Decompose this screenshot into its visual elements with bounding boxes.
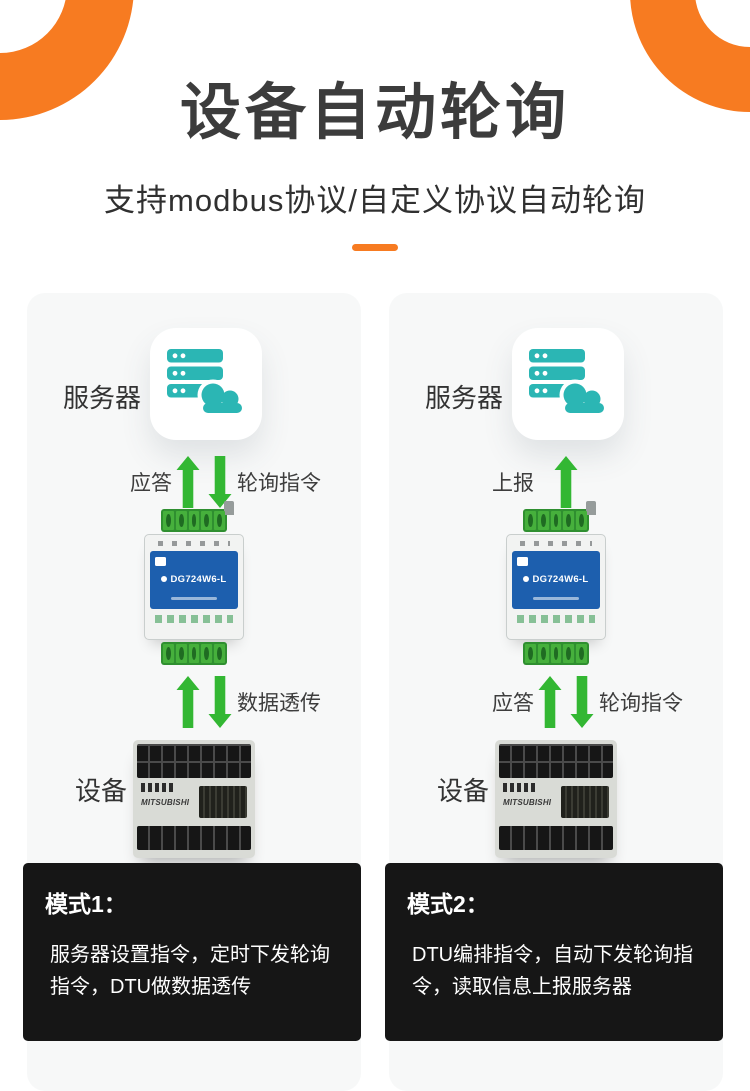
dtu-body: DG724W6-L [506,534,606,640]
down-arrow-icon [209,676,232,728]
plc-terminal-bottom [499,826,613,850]
plc-device: MITSUBISHI [133,740,255,858]
dtu-device: DG724W6-L [506,501,606,665]
arrow-pair [176,456,232,508]
plc-midsection: MITSUBISHI [499,778,613,826]
flow-label-report: 上报 [492,472,534,495]
server-label: 服务器 [63,383,142,413]
flow-label-reply: 应答 [492,692,534,715]
dtu-device-flow: 数据透传 [27,673,361,731]
dtu-device: DG724W6-L [144,501,244,665]
dtu-terminal-bottom [161,642,227,665]
mode-panels: 服务器 [23,293,723,1091]
accent-dash [352,244,398,251]
server-cloud-icon [167,349,245,416]
server-icon-card [150,328,262,440]
dtu-led-labels [155,615,233,623]
up-arrow-icon [538,676,562,728]
mode-2-description-bar: 模式2： DTU编排指令，自动下发轮询指令，读取信息上报服务器 [385,863,723,1041]
panel-mode-1: 服务器 [23,293,361,1091]
flow-label-transparent-data: 数据透传 [237,692,321,715]
dtu-terminal-top [161,509,227,532]
arrow-pair [176,676,232,728]
device-label: 设备 [75,776,128,806]
up-arrow-icon [554,456,578,508]
server-icon-card [512,328,624,440]
dtu-body: DG724W6-L [144,534,244,640]
up-arrow-icon [176,456,200,508]
dtu-pin-labels [158,541,230,546]
up-arrow-icon [176,676,200,728]
panel-mode-2: 服务器 [385,293,723,1091]
dtu-led-labels [517,615,595,623]
dtu-antenna [224,501,234,515]
dtu-model-label: DG724W6-L [150,574,238,585]
arrow-pair [538,676,594,728]
plc-device: MITSUBISHI [495,740,617,858]
flow-label-poll-command: 轮询指令 [237,472,321,495]
dtu-device-flow: 应答 轮询指令 [389,673,723,731]
dtu-front-panel: DG724W6-L [512,551,600,609]
plc-terminal-top [137,744,251,778]
server-dtu-flow: 上报 [389,453,723,511]
dtu-terminal-bottom [523,642,589,665]
dtu-model-label: DG724W6-L [512,574,600,585]
dtu-antenna [586,501,596,515]
mode-title: 模式2： [407,891,489,917]
device-label: 设备 [437,776,490,806]
plc-vent-panel [199,786,247,818]
flow-label-reply: 应答 [130,472,172,495]
page-subtitle: 支持modbus协议/自定义协议自动轮询 [104,183,646,218]
mode-description: DTU编排指令，自动下发轮询指令，读取信息上报服务器 [412,944,694,998]
mode-title: 模式1： [45,891,127,917]
mode-description: 服务器设置指令，定时下发轮询指令，DTU做数据透传 [50,944,330,998]
dtu-terminal-top [523,509,589,532]
dtu-subtext-line [171,597,217,600]
header: 设备自动轮询 支持modbus协议/自定义协议自动轮询 [0,0,750,251]
server-dtu-flow: 应答 轮询指令 [27,453,361,511]
plc-led-block [503,783,537,792]
down-arrow-icon [571,676,594,728]
dtu-chip-badge [517,557,528,566]
page-title: 设备自动轮询 [179,78,570,146]
server-label: 服务器 [425,383,504,413]
plc-vent-panel [561,786,609,818]
mode-1-description-bar: 模式1： 服务器设置指令，定时下发轮询指令，DTU做数据透传 [23,863,361,1041]
plc-midsection: MITSUBISHI [137,778,251,826]
plc-brand-label: MITSUBISHI [141,798,190,807]
flow-label-poll-command: 轮询指令 [599,692,683,715]
dtu-chip-badge [155,557,166,566]
dtu-pin-labels [520,541,592,546]
arrow-pair [554,456,578,508]
plc-terminal-bottom [137,826,251,850]
server-cloud-icon [529,349,607,416]
plc-brand-label: MITSUBISHI [503,798,552,807]
plc-led-block [141,783,175,792]
plc-terminal-top [499,744,613,778]
dtu-subtext-line [533,597,579,600]
dtu-front-panel: DG724W6-L [150,551,238,609]
